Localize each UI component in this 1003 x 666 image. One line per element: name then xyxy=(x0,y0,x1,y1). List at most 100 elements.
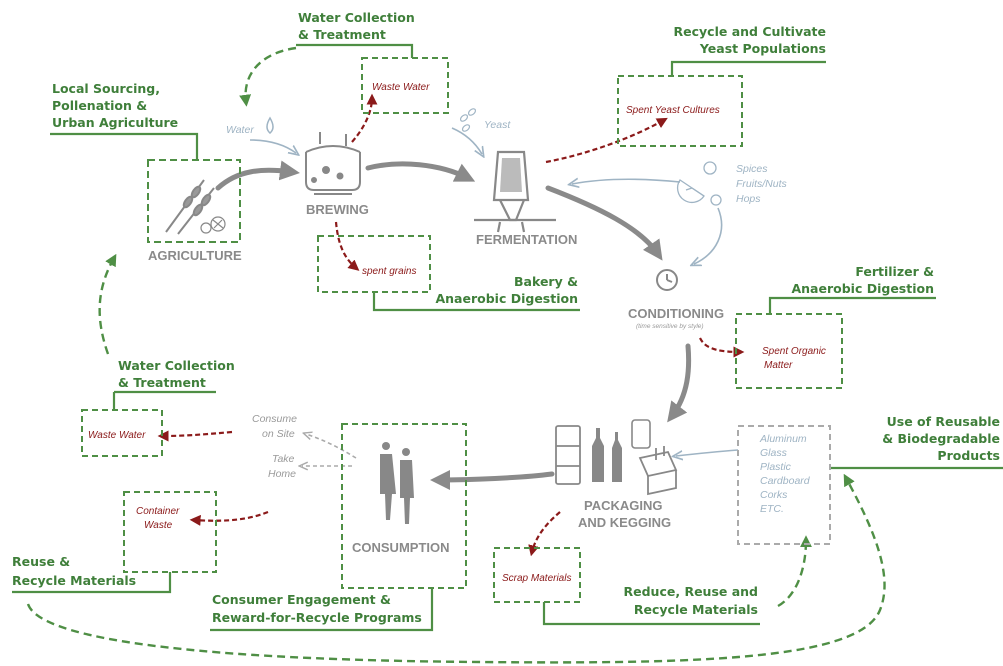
waste-water-left-box xyxy=(81,409,163,457)
consume-on-site-line2: on Site xyxy=(262,428,295,440)
stage-packaging-line2: AND KEGGING xyxy=(578,515,671,530)
materials-box xyxy=(737,425,831,545)
arrow-water-in xyxy=(249,139,296,153)
material-item: ETC. xyxy=(760,503,784,515)
consumption-option-arrows xyxy=(302,434,357,466)
consumption-option-labels: Consume on Site Take Home xyxy=(252,413,297,480)
stage-labels: AGRICULTURE BREWING FERMENTATION CONDITI… xyxy=(148,202,724,555)
main-flow-arrows xyxy=(215,160,692,490)
arrow-conditioning-to-packaging xyxy=(667,343,692,423)
fertilizer-line1: Fertilizer & xyxy=(855,264,934,279)
arrow-to-waste-water-left xyxy=(157,430,233,442)
stage-agriculture: AGRICULTURE xyxy=(148,248,242,263)
stage-packaging-line1: PACKAGING xyxy=(584,498,662,513)
yeast-icon xyxy=(459,108,477,132)
clock-icon xyxy=(656,269,678,291)
spent-yeast-label: Spent Yeast Cultures xyxy=(626,105,720,116)
container-waste-box xyxy=(123,491,217,573)
arrow-reuse-recycle-loop xyxy=(26,473,886,664)
consume-on-site-line1: Consume xyxy=(252,413,297,425)
hops-icon xyxy=(200,216,226,234)
green-callout-labels: Water Collection & Treatment Local Sourc… xyxy=(12,10,1000,625)
spent-organic-label-line1: Spent Organic xyxy=(762,346,826,357)
reusable-line2: & Biodegradable xyxy=(882,431,1000,446)
bakery-line2: Anaerobic Digestion xyxy=(435,291,578,306)
reduce-reuse-line2: Recycle Materials xyxy=(634,602,758,617)
waste-arrows xyxy=(157,93,745,557)
take-home-line2: Home xyxy=(268,468,296,480)
arrow-to-spent-grains xyxy=(334,221,360,271)
reusable-line1: Use of Reusable xyxy=(887,414,1000,429)
spices-icon xyxy=(676,161,722,206)
arrow-fermentation-to-conditioning xyxy=(545,185,663,261)
container-waste-label-line2: Waste xyxy=(144,520,173,531)
stage-fermentation: FERMENTATION xyxy=(476,232,577,247)
arrow-materials-in xyxy=(676,449,739,456)
people-icon xyxy=(380,442,414,524)
material-item: Corks xyxy=(760,489,788,501)
input-spices: Spices xyxy=(736,163,768,175)
agriculture-box xyxy=(147,159,241,243)
input-yeast: Yeast xyxy=(484,119,511,131)
arrow-hops-in xyxy=(694,207,723,264)
material-item: Plastic xyxy=(760,461,792,473)
arrow-water-treatment-to-agriculture xyxy=(98,253,117,355)
input-fruits-nuts: Fruits/Nuts xyxy=(736,178,788,190)
wheat-icon xyxy=(165,179,215,235)
fermentation-tank-icon xyxy=(474,150,556,233)
scrap-label: Scrap Materials xyxy=(502,573,571,584)
waste-water-top-label: Waste Water xyxy=(372,82,430,93)
arrow-to-scrap xyxy=(528,511,561,557)
container-waste-label-line1: Container xyxy=(136,506,180,517)
material-item: Glass xyxy=(760,447,788,459)
input-labels: Water Yeast Spices Fruits/Nuts Hops xyxy=(226,119,788,205)
spent-yeast-box xyxy=(617,75,743,147)
arrow-to-consume-on-site xyxy=(306,434,357,459)
stage-conditioning: CONDITIONING xyxy=(628,306,724,321)
water-drop-icon xyxy=(266,116,274,134)
arrow-yeast-in xyxy=(451,127,482,154)
spent-organic-label-line2: Matter xyxy=(764,360,793,371)
water-collection-top-line2: & Treatment xyxy=(298,27,386,42)
consumer-engagement-line2: Reward-for-Recycle Programs xyxy=(212,610,422,625)
stage-consumption: CONSUMPTION xyxy=(352,540,450,555)
spent-organic-box xyxy=(735,313,843,389)
reuse-recycle-line1: Reuse & xyxy=(12,554,70,569)
local-sourcing-line3: Urban Agriculture xyxy=(52,115,178,130)
arrow-reduce-reuse-to-materials xyxy=(777,535,812,608)
green-callout-lines xyxy=(12,43,1003,632)
consumer-engagement-line1: Consumer Engagement & xyxy=(212,592,391,607)
waste-water-top-box xyxy=(361,57,449,114)
spent-grains-label: spent grains xyxy=(362,266,416,277)
arrow-agriculture-to-brewing xyxy=(215,160,300,191)
fertilizer-line2: Anaerobic Digestion xyxy=(791,281,934,296)
bottle-icon xyxy=(592,428,622,482)
brew-kettle-icon xyxy=(305,132,361,195)
arrow-to-waste-water-top xyxy=(351,93,378,143)
local-sourcing-line2: Pollenation & xyxy=(52,98,147,113)
reduce-reuse-line1: Reduce, Reuse and xyxy=(624,584,759,599)
arrow-brewing-to-fermentation xyxy=(365,161,476,182)
arrow-water-collection-to-water xyxy=(239,46,297,107)
bakery-line1: Bakery & xyxy=(514,274,578,289)
scrap-box xyxy=(493,547,581,603)
arrow-spices-in xyxy=(572,179,681,184)
water-collection-top-line1: Water Collection xyxy=(298,10,415,25)
waste-water-left-label: Waste Water xyxy=(88,430,146,441)
reuse-recycle-line2: Recycle Materials xyxy=(12,573,136,588)
material-item: Aluminum xyxy=(759,433,807,445)
materials-list: Aluminum Glass Plastic Cardboard Corks E… xyxy=(759,433,811,515)
waste-labels: Waste Water spent grains Spent Yeast Cul… xyxy=(88,82,826,584)
take-home-line1: Take xyxy=(272,453,295,465)
arrow-to-container-waste xyxy=(189,510,269,526)
crate-icon xyxy=(638,446,678,496)
arrow-to-spent-yeast xyxy=(545,117,668,164)
water-collection-left-line2: & Treatment xyxy=(118,375,206,390)
input-water: Water xyxy=(226,124,254,136)
can-icon xyxy=(631,419,651,449)
arrow-packaging-to-consumption xyxy=(430,469,555,490)
arrow-to-spent-organic xyxy=(699,337,745,358)
green-recycle-arrows xyxy=(26,46,886,664)
input-hops: Hops xyxy=(736,193,761,205)
